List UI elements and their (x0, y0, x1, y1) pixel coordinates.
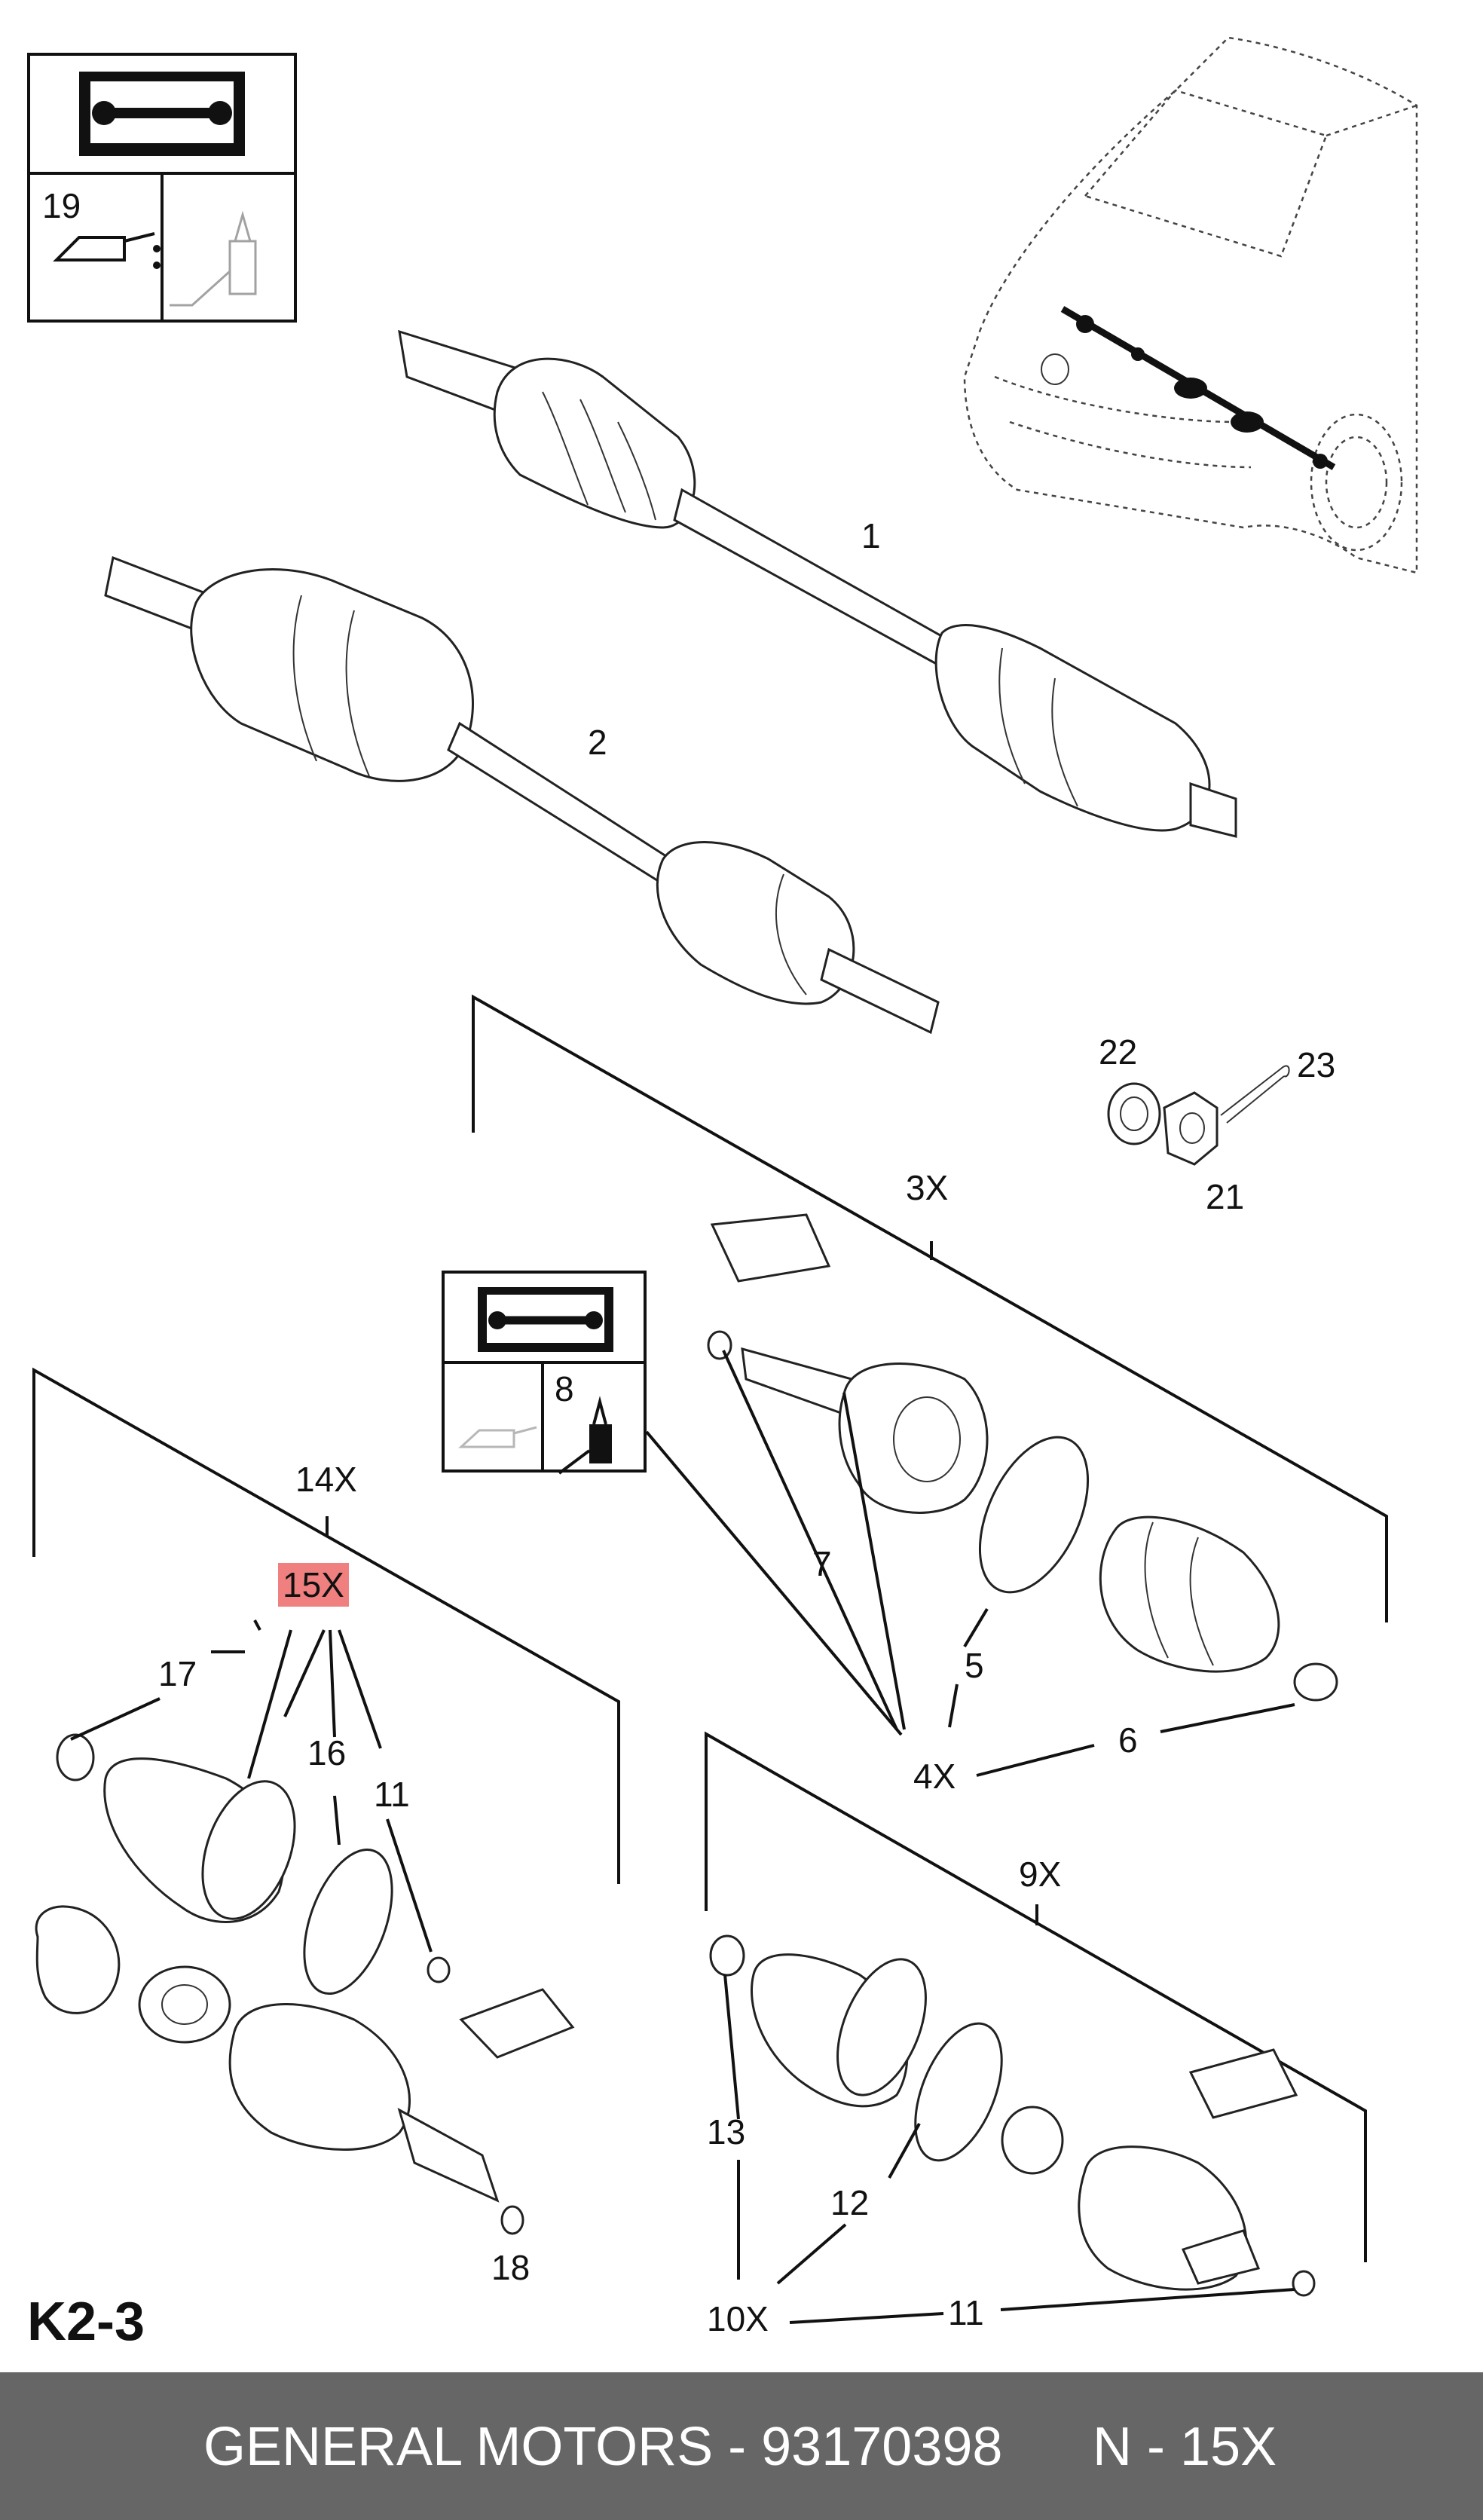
callout-2: 2 (588, 723, 607, 762)
callout-21: 21 (1206, 1177, 1245, 1216)
bracket-9x (705, 1731, 1367, 2262)
service-info-box-middle (442, 1271, 647, 1475)
callout-3x: 3X (906, 1168, 949, 1207)
outer-boot-kit (709, 1934, 1316, 2297)
callout-16: 16 (307, 1733, 347, 1772)
service-info-box-top (27, 53, 297, 323)
grease-can-icon (458, 1426, 537, 1448)
callout-19: 19 (42, 186, 81, 225)
callout-10x: 10X (707, 2299, 769, 2338)
inner-cv-joint-set (35, 1733, 575, 2235)
sealant-bottle-icon (558, 1396, 612, 1475)
footer-part-number: GENERAL MOTORS - 93170398 (203, 2417, 1003, 2477)
repair-manual-icon (478, 1287, 613, 1352)
callout-18: 18 (491, 2248, 531, 2287)
exploded-parts-diagram (27, 36, 1418, 2324)
callout-14x: 14X (295, 1460, 357, 1499)
repair-manual-icon (79, 72, 245, 156)
callout-11-left: 11 (374, 1775, 410, 1814)
callout-5: 5 (965, 1646, 984, 1685)
callout-8: 8 (555, 1369, 574, 1408)
hub-nut-washer-pin (1107, 1065, 1290, 1166)
outer-cv-joint-set (707, 1213, 1338, 1702)
drive-shaft-2 (104, 555, 940, 1035)
callout-7: 7 (812, 1544, 832, 1583)
callout-6: 6 (1118, 1720, 1138, 1760)
callout-4x: 4X (913, 1757, 956, 1796)
callout-13: 13 (707, 2112, 746, 2151)
callout-11-bottom: 11 (948, 2293, 984, 2332)
callout-15x-highlighted: 15X (278, 1563, 349, 1607)
bracket-14x (32, 1367, 620, 1884)
grease-can-icon (53, 232, 161, 269)
vehicle-outline (963, 36, 1418, 574)
footer-bar: GENERAL MOTORS - 93170398 N - 15X (0, 2372, 1483, 2520)
callout-22: 22 (1099, 1032, 1138, 1072)
callout-9x: 9X (1019, 1855, 1062, 1894)
leader-lines (70, 1350, 1295, 2324)
callout-23: 23 (1297, 1045, 1336, 1084)
callout-17: 17 (158, 1654, 197, 1693)
sealant-bottle-icon (170, 210, 257, 307)
callout-12: 12 (830, 2183, 870, 2222)
bracket-3x (472, 994, 1388, 1622)
drive-shaft-1 (398, 329, 1237, 838)
page-code: K2-3 (27, 2292, 145, 2352)
callout-1: 1 (861, 516, 881, 555)
footer-position: N - 15X (1093, 2417, 1277, 2477)
